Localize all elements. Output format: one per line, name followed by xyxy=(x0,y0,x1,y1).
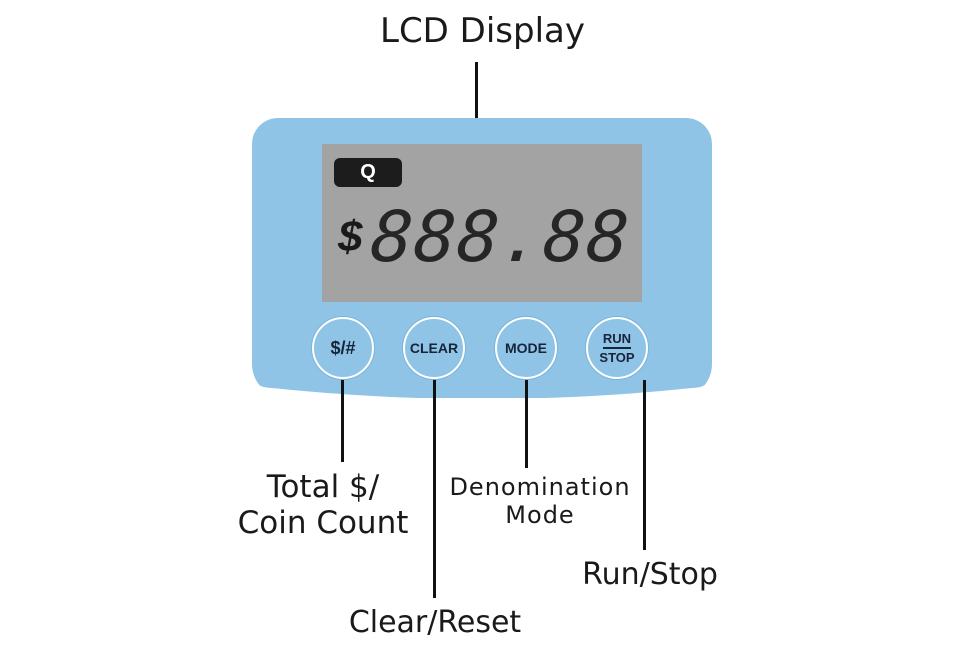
mode-leader-line xyxy=(525,380,528,468)
mode-button[interactable]: MODE xyxy=(495,317,557,379)
run-stop-button-bottom-label: STOP xyxy=(599,350,635,365)
lcd-display: Q $ 888.88 xyxy=(322,144,642,302)
total-leader-line xyxy=(341,380,344,462)
control-panel: Q $ 888.88 $/# CLEAR MODE RUN STOP xyxy=(252,118,712,398)
lcd-digits: 888.88 xyxy=(368,196,633,278)
dollar-count-button[interactable]: $/# xyxy=(312,317,374,379)
run-stop-button[interactable]: RUN STOP xyxy=(586,317,648,379)
lcd-display-label: LCD Display xyxy=(380,11,585,51)
run-stop-button-top-label: RUN xyxy=(602,331,632,349)
denomination-mode-label: Denomination Mode xyxy=(449,473,631,529)
total-coin-count-label: Total $/ Coin Count xyxy=(237,469,409,541)
dollar-count-button-label: $/# xyxy=(330,337,356,358)
clear-button[interactable]: CLEAR xyxy=(403,317,465,379)
clear-reset-label: Clear/Reset xyxy=(348,605,522,640)
lcd-display-leader-line xyxy=(475,62,478,144)
denomination-badge: Q xyxy=(334,158,402,187)
run-stop-leader-line xyxy=(643,380,646,550)
mode-button-label: MODE xyxy=(505,340,547,356)
clear-button-label: CLEAR xyxy=(409,340,459,356)
run-stop-label: Run/Stop xyxy=(582,557,718,592)
currency-symbol: $ xyxy=(338,212,363,261)
clear-leader-line xyxy=(433,380,436,598)
